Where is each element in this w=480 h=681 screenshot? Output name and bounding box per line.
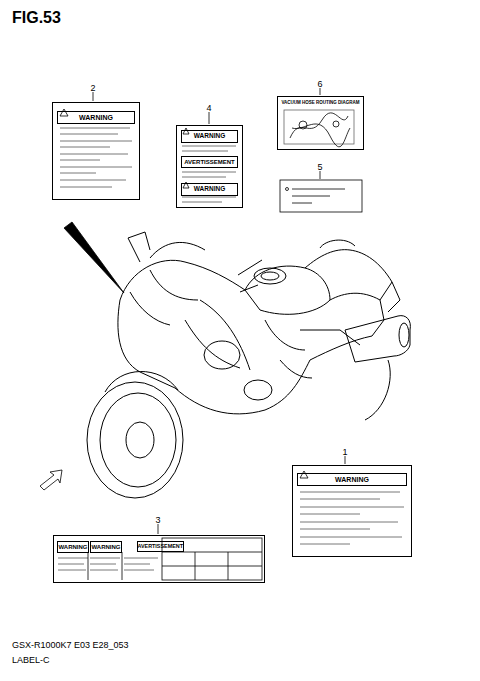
label-heading: AVERTISSEMENT — [137, 541, 184, 552]
label-heading: WARNING — [57, 541, 89, 553]
callout-number: 4 — [206, 104, 211, 113]
warning-label: WARNING — [292, 465, 412, 557]
figure-title: FIG.53 — [12, 10, 61, 26]
callout-number: 5 — [317, 163, 322, 172]
warning-label: WARNINGWARNING AVERTISSEMENT — [53, 535, 265, 583]
label-heading: AVERTISSEMENT — [181, 156, 238, 168]
label-heading: WARNING — [57, 111, 135, 124]
warning-label: WARNING — [52, 102, 140, 200]
label-heading: WARNING — [181, 183, 238, 196]
callout-number: 2 — [90, 84, 95, 93]
hose-routing-label: VACUUM HOSE ROUTING DIAGRAM — [277, 96, 364, 150]
label-heading: WARNING — [181, 130, 238, 143]
label-heading: WARNING — [90, 541, 122, 553]
callout-number: 6 — [317, 80, 322, 89]
callout-number: 1 — [342, 448, 347, 457]
figure-code: GSX-R1000K7 E03 E28_053 — [12, 641, 129, 650]
figure-name: LABEL-C — [12, 656, 50, 665]
label-heading: VACUUM HOSE ROUTING DIAGRAM — [281, 101, 361, 106]
callout-number: 3 — [155, 516, 160, 525]
label-heading: WARNING — [297, 473, 407, 486]
warning-label: WARNING AVERTISSEMENT WARNING — [176, 125, 243, 208]
